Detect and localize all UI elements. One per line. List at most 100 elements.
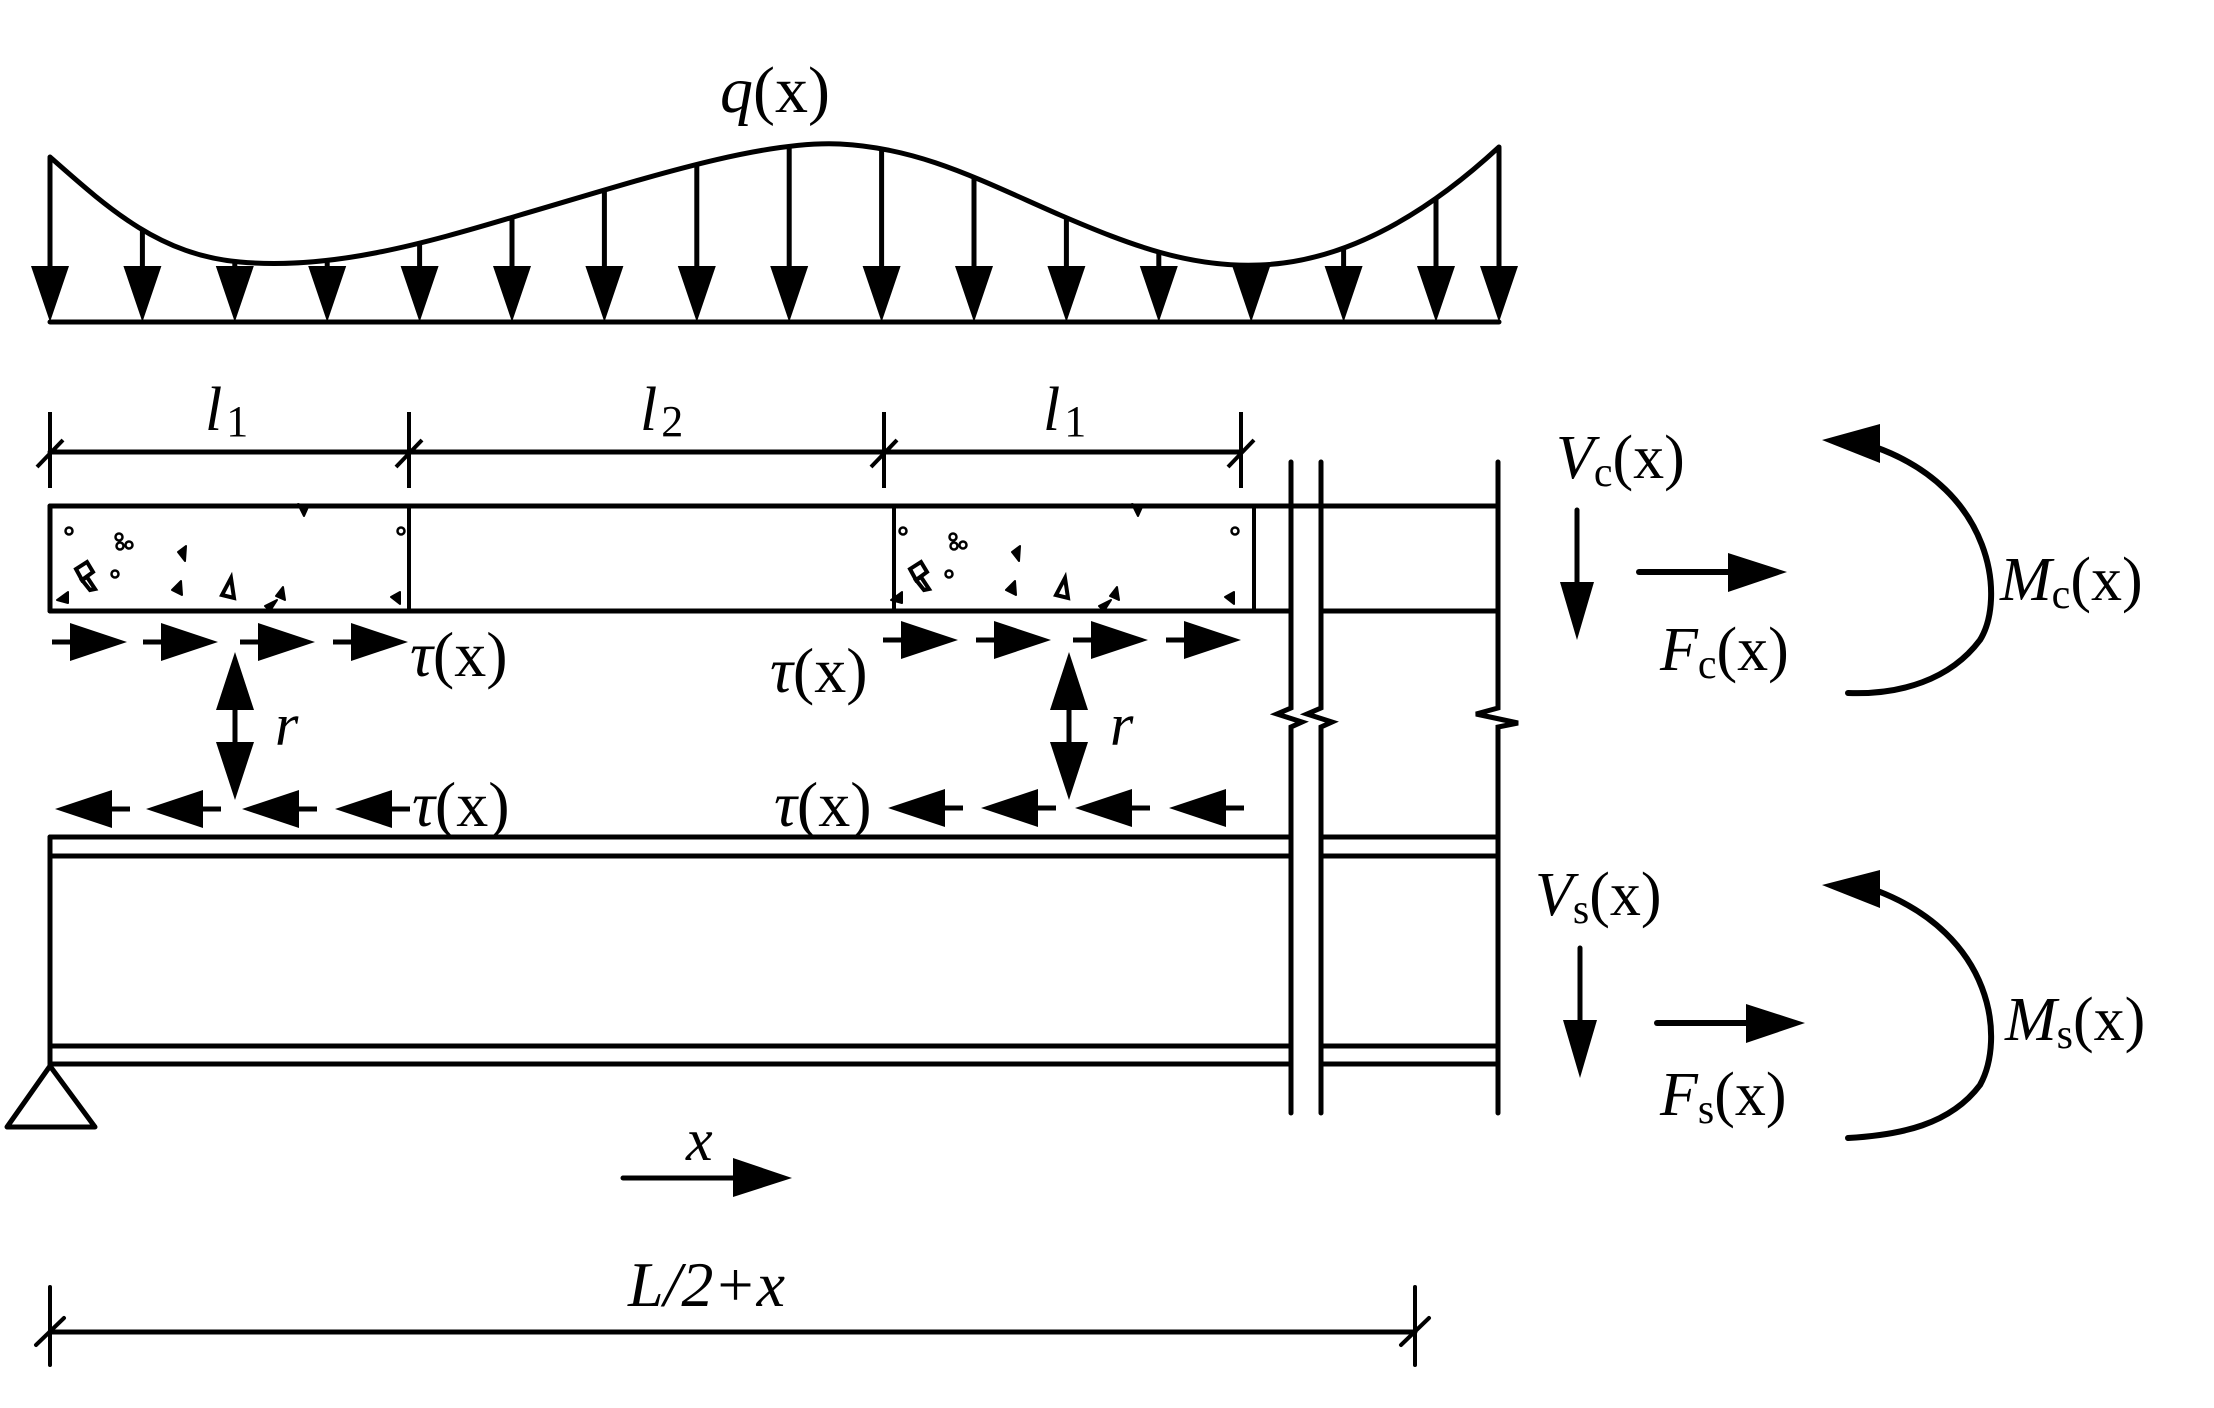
aggregate-pore [64,526,74,536]
load-arrowhead [585,266,624,322]
load-arrowhead [123,266,162,322]
aggregate-stone [1224,591,1235,605]
load-arrowhead [493,266,531,322]
segment-dim-slash [1226,438,1256,469]
aggregate-pore [124,540,134,550]
section-cut-line [1475,459,1519,1116]
concrete-aggregate-right [890,503,1240,612]
shear-arrowhead-left [146,790,203,828]
ms-label: Ms(x) [2004,986,2145,1058]
segment-dim-slash [869,438,899,469]
load-arrowhead [1480,266,1518,322]
vs-label: Vs(x) [1535,861,1662,933]
shear-arrowhead-right [1184,621,1241,659]
segment-dim-slash [35,438,65,469]
shear-arrowhead-left [1169,789,1226,827]
aggregate-pore [949,541,959,551]
aggregate-stone [275,586,286,601]
shear-label-lower-right: τ(x) [774,769,872,840]
mc-label: Mc(x) [1999,546,2143,618]
steel-beam [47,834,1501,1067]
shear-arrowhead-right [994,621,1051,659]
span-dimension: L/2+x [34,1249,1431,1367]
aggregate-pore [110,569,120,579]
load-arrowhead [955,266,993,322]
spacing-label-right: r [1110,692,1134,758]
span-dim-slash-left [34,1316,66,1347]
aggregate-stone [1005,580,1017,596]
aggregate-stone [1131,503,1143,517]
shear-arrowhead-left [888,789,945,827]
fc-arrowhead [1728,553,1787,592]
shear-arrowhead-right [70,623,127,661]
aggregate-stone [177,545,187,562]
span-dim-slash-right [1399,1316,1431,1347]
span-dim-label: L/2+x [627,1249,785,1320]
load-arrowhead [1417,266,1455,322]
aggregate-stone-outline [219,571,237,601]
spacing-arrowhead-down [1050,742,1088,800]
x-axis-arrow: x [620,1107,792,1197]
aggregate-stone [1011,545,1021,562]
aggregate-stone [264,599,278,612]
pin-support-icon [4,1063,98,1130]
shear-arrowhead-right [351,623,408,661]
aggregate-stone [56,591,69,604]
ms-arrowhead [1822,870,1880,908]
load-curve [47,141,1502,268]
distributed-load: q(x) [31,54,1518,325]
ms-moment-arc [1845,887,1995,1141]
aggregate-stone [171,580,183,596]
load-arrowhead [31,266,69,322]
aggregate-stone [890,591,903,604]
vc-arrowhead [1560,582,1594,640]
steel-section-forces: Vs(x) Fs(x) Ms(x) [1535,861,2145,1141]
aggregate-pore [958,540,968,550]
aggregate-stone [390,591,401,605]
fs-label: Fs(x) [1659,1061,1787,1133]
load-label: q(x) [720,54,830,127]
aggregate-stone-outline [907,559,930,583]
aggregate-stone-outline [1053,571,1071,601]
aggregate-pore [396,526,406,536]
spacing-arrowhead-down [216,742,254,800]
shear-label-upper-left: τ(x) [410,619,508,690]
shear-arrowhead-left [981,789,1038,827]
spacing-arrowhead-up [216,652,254,710]
load-arrowhead [862,266,901,322]
load-arrowhead [1232,266,1271,322]
spacing-label-left: r [275,692,299,758]
aggregate-pore [944,569,954,579]
shear-arrowhead-left [242,790,299,828]
break-lines [1269,459,1519,1116]
concrete-aggregate-left [56,503,406,612]
load-arrowhead [1324,266,1363,322]
fc-label: Fc(x) [1659,616,1789,688]
load-arrowhead [677,266,716,322]
shear-arrowhead-left [1075,789,1132,827]
load-arrowhead [1047,266,1086,322]
shear-arrowhead-right [1091,621,1148,659]
load-arrowhead [308,266,347,322]
shear-arrowhead-right [161,623,218,661]
aggregate-stone [1098,599,1112,612]
segment-label-l2: l2 [640,376,683,446]
spacing-arrows [216,652,1088,800]
shear-arrowhead-left [335,790,392,828]
fs-arrowhead [1746,1004,1805,1043]
segment-ticks [35,412,1256,488]
load-arrowhead [215,266,254,322]
concrete-slab [47,503,1501,614]
shear-label-lower-left: τ(x) [412,769,510,840]
mc-arrowhead [1822,424,1880,463]
x-axis-label: x [685,1107,713,1173]
shear-arrowhead-left [55,790,112,828]
vs-arrowhead [1563,1020,1597,1078]
break-line-1 [1269,459,1309,1116]
concrete-section-forces: Vc(x) Fc(x) Mc(x) [1556,424,2143,697]
aggregate-pore [898,526,908,536]
load-arrowhead [400,266,439,322]
break-line-2 [1299,459,1339,1116]
load-arrowhead [770,266,809,322]
